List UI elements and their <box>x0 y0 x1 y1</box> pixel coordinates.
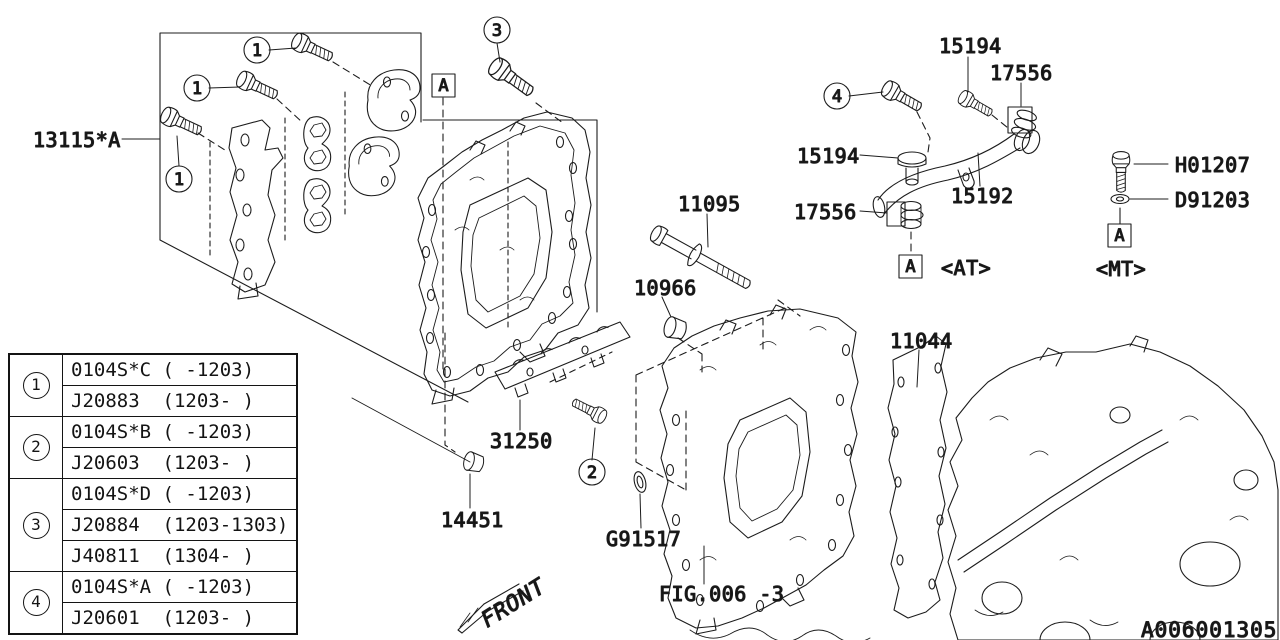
plug-icon <box>661 314 689 342</box>
part-labels: 13115*A 11095 10966 31250 14451 G91517 F… <box>32 33 1277 640</box>
figure-reference: FIG.006 -3 <box>659 582 784 606</box>
gasket-drawing <box>887 335 948 619</box>
svg-text:4: 4 <box>832 87 842 107</box>
part-label-10966: 10966 <box>634 276 697 300</box>
part-label-15194-top: 15194 <box>939 34 1002 58</box>
svg-text:1: 1 <box>252 41 262 61</box>
svg-text:A: A <box>1114 226 1124 246</box>
detail-marker-a-at: A <box>898 254 923 279</box>
part-label-13115A: 13115*A <box>33 128 121 152</box>
plug-icon <box>461 450 487 475</box>
long-bolt-icon <box>649 225 751 289</box>
leader-lines <box>121 42 1169 585</box>
screw-icon <box>568 394 610 426</box>
callout-3: 3 <box>483 16 511 44</box>
callout-1: 1 <box>183 74 211 102</box>
table-row: 2 0104S*B ( -1203) <box>8 416 298 479</box>
bolt-icon <box>878 77 926 117</box>
svg-text:A: A <box>905 257 915 277</box>
legend-callout-4: 4 <box>22 589 50 616</box>
part-label-D91203: D91203 <box>1175 188 1250 212</box>
callout-1: 1 <box>165 165 193 193</box>
part-label-17556-left: 17556 <box>794 200 857 224</box>
legend-callout-2: 2 <box>22 434 50 461</box>
detail-marker-a-mt: A <box>1107 223 1132 248</box>
part-label-15192: 15192 <box>951 184 1014 208</box>
bolt-icon <box>233 68 282 105</box>
legend-entry: J20601 (1203- ) <box>62 602 298 635</box>
table-row: 3 0104S*D ( -1203) <box>8 478 298 572</box>
table-row: 4 0104S*A ( -1203) <box>8 571 298 635</box>
part-label-31250: 31250 <box>490 429 553 453</box>
table-row: J20601 (1203- ) <box>9 602 298 635</box>
variant-label-at: <AT> <box>941 256 991 280</box>
callout-2: 2 <box>578 458 606 486</box>
part-label-H01207: H01207 <box>1175 153 1250 177</box>
table-row: J20884 (1203-1303) <box>9 509 298 541</box>
legend-callout-1: 1 <box>22 372 50 399</box>
engine-assembly-drawing <box>947 335 1279 640</box>
variant-label-mt: <MT> <box>1096 257 1146 281</box>
svg-text:A: A <box>438 76 448 96</box>
callout-markers: 1 1 1 3 2 4 <box>165 16 851 486</box>
legend-entry: 0104S*C ( -1203) <box>62 353 298 386</box>
cylinder-block-left-drawing <box>417 111 592 405</box>
seal-ring-icon <box>633 471 647 493</box>
legend-entry: J20884 (1203-1303) <box>62 509 298 541</box>
callout-1: 1 <box>243 36 271 64</box>
detail-marker-a-kit: A <box>431 73 456 98</box>
callout-4: 4 <box>823 82 851 110</box>
detail-boxes <box>159 32 598 463</box>
part-label-G91517: G91517 <box>606 527 681 551</box>
bolt-icon <box>484 54 539 102</box>
front-label: FRONT <box>477 574 551 633</box>
legend-entry: 0104S*B ( -1203) <box>62 416 298 448</box>
baffle-plate-drawing <box>494 321 631 398</box>
doc-code: A006001305 <box>1141 618 1277 640</box>
part-label-17556-top: 17556 <box>990 61 1053 85</box>
front-arrow-icon: FRONT <box>457 573 552 634</box>
part-label-14451: 14451 <box>441 508 504 532</box>
svg-text:3: 3 <box>492 21 502 41</box>
legend-entry: 0104S*A ( -1203) <box>62 571 298 603</box>
bolt-icon <box>1111 151 1131 193</box>
legend-entry: 0104S*D ( -1203) <box>62 478 298 510</box>
legend-callout-3: 3 <box>22 511 50 539</box>
legend-entry: J20603 (1203- ) <box>62 447 298 479</box>
callout-legend-table: 1 0104S*C ( -1203) J20883 (1203- ) 2 010… <box>8 353 299 635</box>
detail-markers: A A A <box>431 73 1132 279</box>
part-label-11095: 11095 <box>678 192 741 216</box>
sensor-bolt-icon <box>955 88 996 121</box>
table-row: 1 0104S*C ( -1203) <box>8 353 298 417</box>
table-row: J20603 (1203- ) <box>9 447 298 479</box>
part-label-15194-left: 15194 <box>797 144 860 168</box>
svg-text:2: 2 <box>587 463 597 483</box>
cylinder-block-right-drawing <box>635 304 871 640</box>
bolt-icon <box>157 104 206 141</box>
legend-entry: J40811 (1304- ) <box>62 540 298 572</box>
part-label-11044: 11044 <box>890 329 953 353</box>
at-pipe-assembly-drawing <box>872 77 1041 253</box>
svg-text:1: 1 <box>192 79 202 99</box>
table-row: J40811 (1304- ) <box>9 540 298 572</box>
svg-text:1: 1 <box>174 170 184 190</box>
legend-entry: J20883 (1203- ) <box>62 385 298 417</box>
mt-bolt-drawing <box>1110 151 1131 225</box>
timing-bracket-kit-drawing <box>157 30 421 300</box>
